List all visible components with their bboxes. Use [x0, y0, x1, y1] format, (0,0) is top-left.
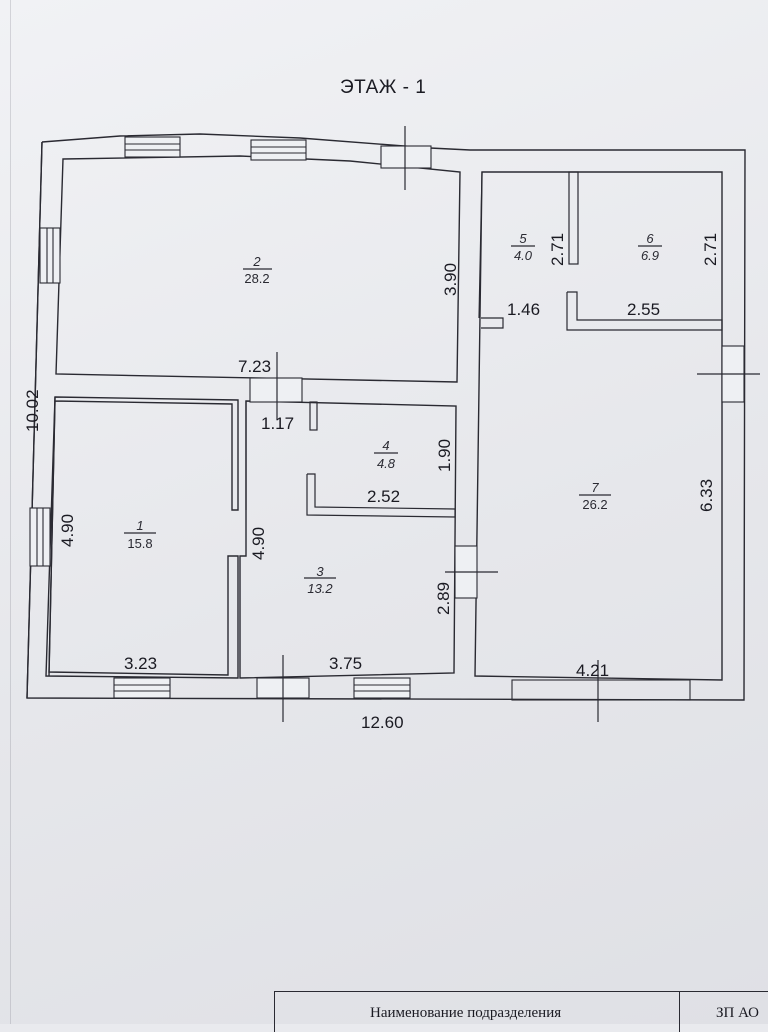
- window-bottom-right: [511, 679, 691, 701]
- dim-room1-height: 4.90: [58, 514, 77, 547]
- dim-room7-height: 6.33: [697, 479, 716, 512]
- room-4-number: 4: [382, 438, 389, 453]
- room-3-number: 3: [316, 564, 324, 579]
- dim-door-width: 1.17: [261, 414, 294, 433]
- dim-room1-width: 3.23: [124, 654, 157, 673]
- dim-total-width: 12.60: [361, 713, 404, 732]
- window-left-2: [29, 507, 51, 567]
- outer-walls: [26, 133, 746, 701]
- dim-total-height: 10.02: [23, 389, 42, 432]
- door-jamb: [309, 401, 318, 431]
- department-label: Наименование подразделения: [370, 1005, 562, 1021]
- room-4-area: 4.8: [377, 456, 396, 471]
- floor-title: ЭТАЖ - 1: [340, 77, 427, 98]
- partition-5-6: [568, 171, 579, 265]
- dim-room2-width: 7.23: [238, 357, 271, 376]
- stamp-code: ЗП АО: [716, 1005, 760, 1021]
- floor-plan: 2 28.2 1 15.8 3 13.2 4 4.8 5 4.0 6 6.9 7…: [23, 126, 760, 732]
- room-5-number: 5: [519, 231, 527, 246]
- dim-room7-width: 4.21: [576, 661, 609, 680]
- window-bottom-1: [113, 677, 171, 699]
- window-bottom-2: [353, 677, 411, 699]
- room-7-number: 7: [591, 480, 599, 495]
- section-marks: [276, 126, 760, 722]
- window-left-1: [39, 227, 61, 284]
- dim-room6-height: 2.71: [701, 233, 720, 266]
- room-1-area: 15.8: [127, 536, 152, 551]
- dim-room2-height: 3.90: [441, 263, 460, 296]
- room-6-number: 6: [646, 231, 654, 246]
- dim-room4-height: 1.90: [435, 439, 454, 472]
- room-3-area: 13.2: [307, 581, 333, 596]
- dim-room5-width: 1.46: [507, 300, 540, 319]
- dim-room6-width: 2.55: [627, 300, 660, 319]
- door-inner-2-3: [249, 377, 303, 403]
- room-6-area: 6.9: [641, 248, 659, 263]
- room-7-area: 26.2: [582, 497, 607, 512]
- room-3-outline: [239, 400, 457, 679]
- room-2-number: 2: [252, 254, 261, 269]
- room-5-area: 4.0: [514, 248, 533, 263]
- partition-horizontal: [481, 317, 504, 329]
- room-1-number: 1: [136, 518, 143, 533]
- room-2-outline: [55, 155, 461, 383]
- paper-fold-line: [10, 0, 11, 1024]
- dim-room4-width: 2.52: [367, 487, 400, 506]
- window-top-door: [380, 145, 432, 169]
- title-block-cell: [275, 992, 680, 1032]
- dimension-labels: 12.60 10.02 7.23 3.90 4.90 3.23 4.90 3.7…: [23, 233, 720, 732]
- dim-room3-height: 4.90: [249, 527, 268, 560]
- window-top-1: [124, 136, 181, 158]
- dim-room3-width: 3.75: [329, 654, 362, 673]
- dim-room5-height: 2.71: [548, 233, 567, 266]
- room-4-partition: [306, 473, 456, 518]
- room-labels: 2 28.2 1 15.8 3 13.2 4 4.8 5 4.0 6 6.9 7…: [124, 231, 662, 596]
- window-top-2: [250, 139, 307, 161]
- room-2-area: 28.2: [244, 271, 269, 286]
- right-block-outline: [474, 171, 723, 681]
- title-block: [274, 991, 768, 1032]
- dim-room3-right-height: 2.89: [434, 582, 453, 615]
